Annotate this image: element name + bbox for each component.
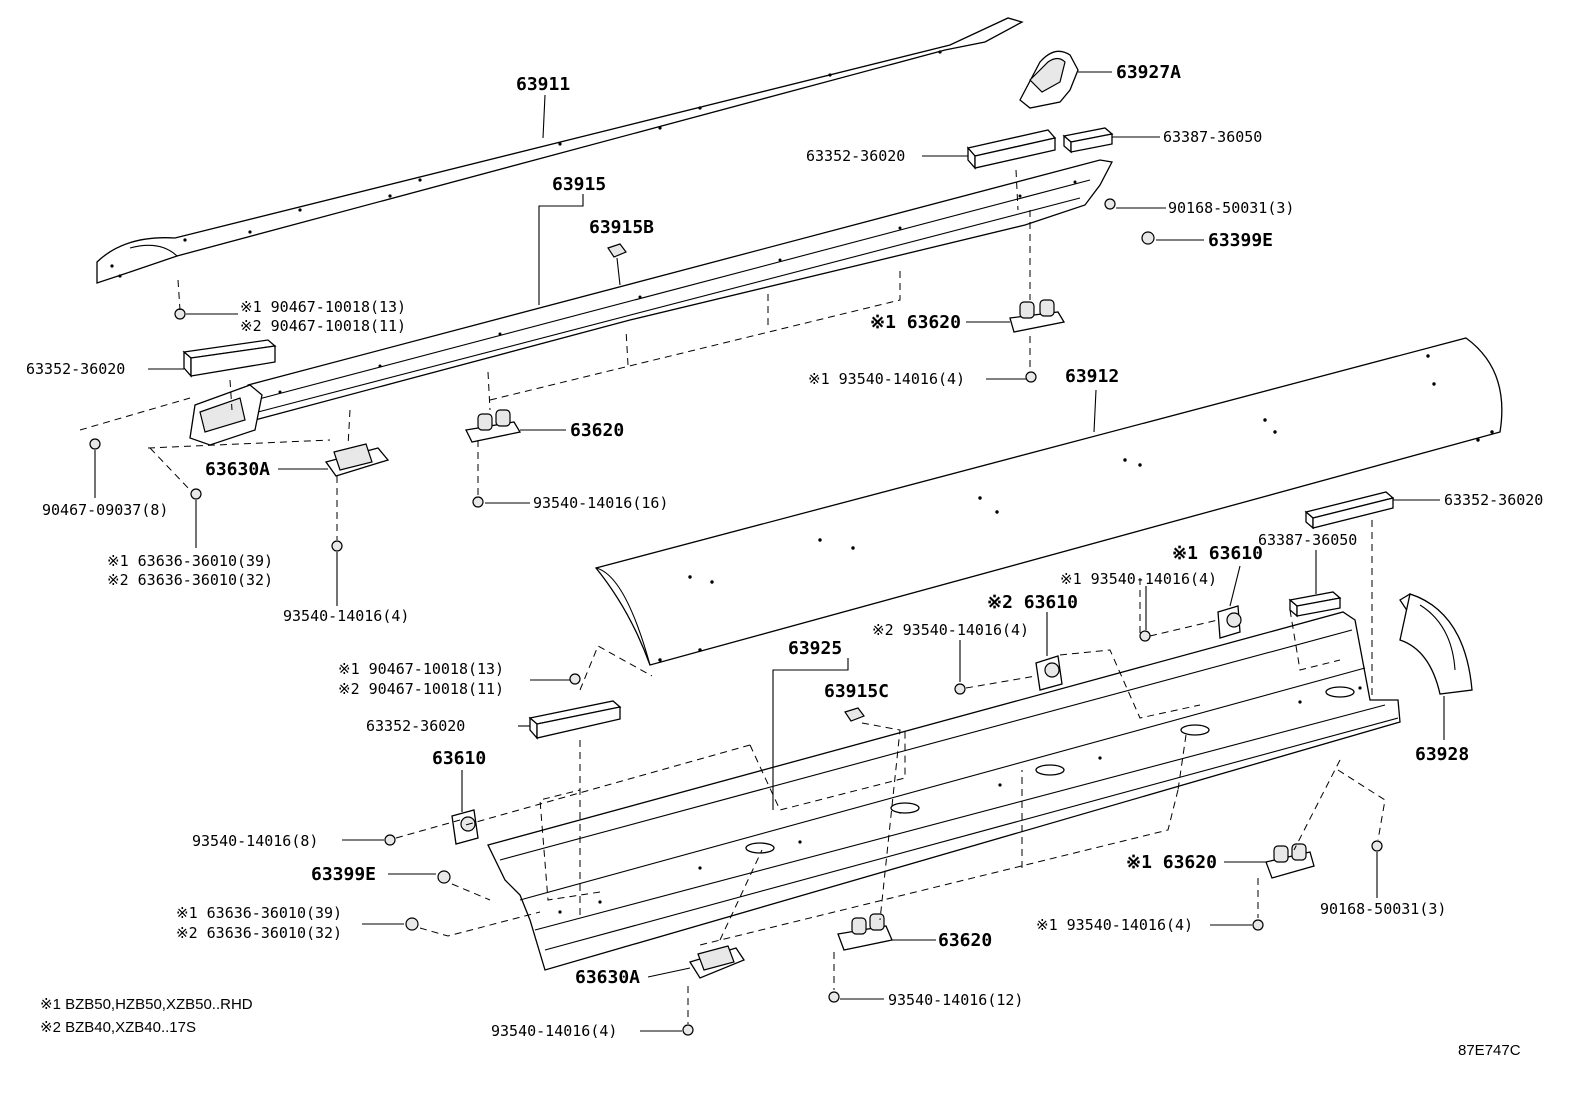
leader-lines [94,71,1445,1032]
pad-63387-top [1062,127,1114,154]
label-93540-4a: 93540-14016(4) [283,607,409,625]
label-63636-b2: ※2 63636-36010(32) [176,924,342,942]
label-63636-x2: ※2 63636-36010(32) [107,571,273,589]
label-93540-x2: ※2 93540-14016(4) [872,621,1029,639]
fasteners [89,198,1383,1036]
label-90467-b1: ※1 90467-10018(13) [338,660,504,678]
rail-63925 [487,611,1401,971]
label-63911: 63911 [516,74,570,95]
bracket-63610-x1 [1217,605,1242,639]
label-93540-8: 93540-14016(8) [192,832,318,850]
pad-63387-right [1288,591,1342,618]
clip-63915C [844,707,865,722]
label-63630A-top: 63630A [205,459,270,480]
label-63610-x2: ※2 63610 [987,592,1078,613]
label-93540-x1top: ※1 93540-14016(4) [808,370,965,388]
note-2: ※2 BZB40,XZB40..17S [40,1019,196,1036]
pad-63352-left [182,339,277,378]
note-1: ※1 BZB50,HZB50,XZB50..RHD [40,996,253,1013]
diagram-code: 87E747C [1458,1042,1521,1059]
label-63636-b1: ※1 63636-36010(39) [176,904,342,922]
label-63620-mid: 63620 [570,420,624,441]
bracket-63620-low [837,913,893,951]
bracket-63620-x1top [1009,299,1066,333]
bracket-63610-x2 [1035,655,1063,691]
part-labels: 63911 63927A 63352-36020 63387-36050 639… [26,62,1543,1040]
label-63927A: 63927A [1116,62,1181,83]
label-93540-x1low: ※1 93540-14016(4) [1036,916,1193,934]
label-63352-top: 63352-36020 [806,147,905,165]
end-cap-63927A [1019,50,1079,109]
bracket-63610-low [451,809,479,845]
label-63399E-low: 63399E [311,864,376,885]
label-90467-x2: ※2 90467-10018(11) [240,317,406,335]
assembly-lines [79,169,1386,1024]
pad-63352-top [966,129,1057,170]
label-63912: 63912 [1065,366,1119,387]
label-63620-x1top: ※1 63620 [870,312,961,333]
label-63928: 63928 [1415,744,1469,765]
bracket-63620-mid [465,409,522,443]
step-bar-63915 [189,159,1113,446]
label-63387-right: 63387-36050 [1258,531,1357,549]
end-piece-63928 [1399,593,1473,695]
label-63915B: 63915B [589,217,654,238]
label-93540-16: 93540-14016(16) [533,494,668,512]
pad-63352-low [528,700,622,740]
label-63915: 63915 [552,174,606,195]
panel-63912 [594,337,1503,666]
pad-63352-right [1304,491,1395,530]
label-63925: 63925 [788,638,842,659]
label-93540-12: 93540-14016(12) [888,991,1023,1009]
label-63399E-top: 63399E [1208,230,1273,251]
label-63630A-low: 63630A [575,967,640,988]
label-63915C: 63915C [824,681,889,702]
label-90467-09037: 90467-09037(8) [42,501,168,519]
label-63636-x1: ※1 63636-36010(39) [107,552,273,570]
clip-63915B [607,243,627,286]
label-63610-x1: ※1 63610 [1172,543,1263,564]
label-63352-right: 63352-36020 [1444,491,1543,509]
label-63610-low: 63610 [432,748,486,769]
label-63620-x1low: ※1 63620 [1126,852,1217,873]
label-63352-left: 63352-36020 [26,360,125,378]
label-93540-x1r: ※1 93540-14016(4) [1060,570,1217,588]
bracket-63630A-top [324,443,390,477]
bracket-63630A-low [688,945,745,979]
label-90467-x1: ※1 90467-10018(13) [240,298,406,316]
molding-63911 [96,17,1024,284]
label-90168-low: 90168-50031(3) [1320,900,1446,918]
label-93540-4b: 93540-14016(4) [491,1022,617,1040]
label-63620-low: 63620 [938,930,992,951]
label-90467-b2: ※2 90467-10018(11) [338,680,504,698]
bracket-63620-x1low [1265,843,1315,879]
label-63387-top: 63387-36050 [1163,128,1262,146]
label-90168-top: 90168-50031(3) [1168,199,1294,217]
label-63352-low: 63352-36020 [366,717,465,735]
footnotes: ※1 BZB50,HZB50,XZB50..RHD ※2 BZB40,XZB40… [40,996,1521,1059]
